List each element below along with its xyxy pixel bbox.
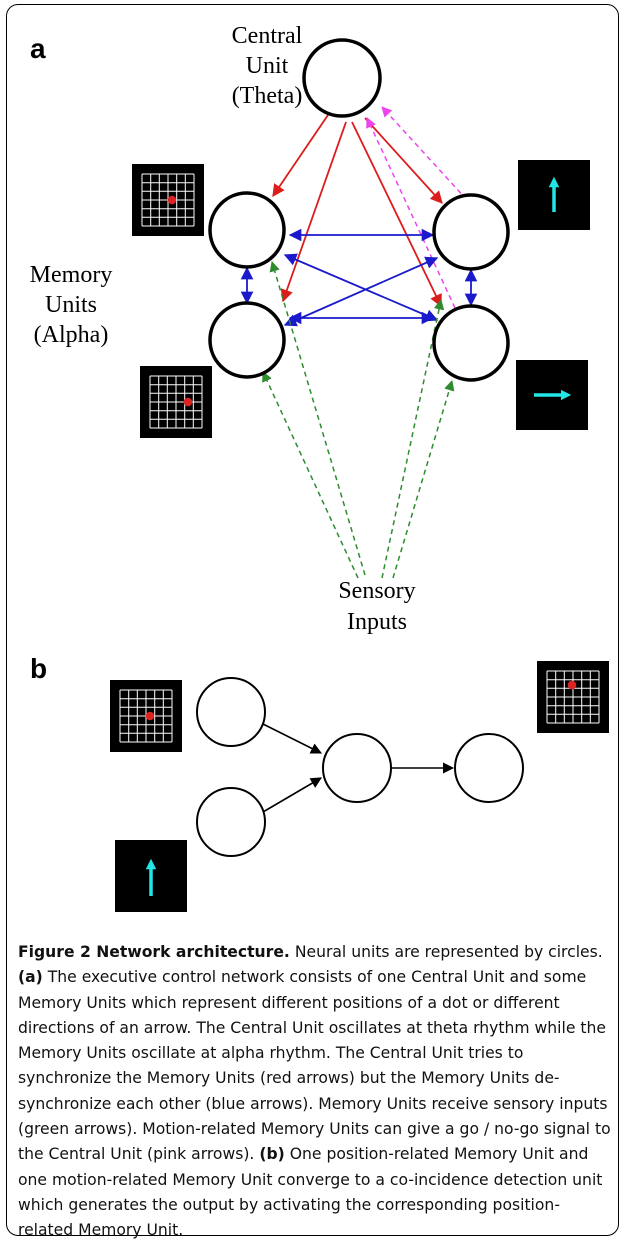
caption-title: Figure 2 Network architecture. bbox=[18, 943, 290, 961]
dot-grid-icon bbox=[140, 366, 212, 438]
dot-grid-icon bbox=[132, 164, 204, 236]
pink-arrow bbox=[366, 117, 456, 309]
svg-text:Inputs: Inputs bbox=[347, 609, 407, 635]
caption-text: One position-related Memory Unit and one… bbox=[18, 1145, 603, 1240]
green-arrow bbox=[392, 379, 455, 579]
caption-panel-b-tag: (b) bbox=[259, 1145, 285, 1164]
red-arrows bbox=[272, 114, 443, 308]
arrow-up-icon bbox=[518, 160, 590, 230]
green-arrows bbox=[262, 260, 455, 579]
svg-text:Memory: Memory bbox=[30, 262, 113, 288]
caption-text: The executive control network consists o… bbox=[18, 968, 611, 1164]
figure-frame bbox=[6, 4, 619, 1236]
panel-a-letter: a bbox=[30, 33, 46, 64]
panel-b-letter: b bbox=[30, 653, 47, 684]
dot-grid-icon bbox=[537, 661, 609, 733]
blue-arrow bbox=[283, 253, 439, 322]
sensory-inputs-label: Sensory Inputs bbox=[338, 578, 415, 635]
caption-panel-a-tag: (a) bbox=[18, 968, 43, 987]
pink-arrows bbox=[366, 106, 468, 309]
red-arrow bbox=[351, 121, 442, 308]
central-unit-label: Central Unit (Theta) bbox=[232, 23, 303, 109]
black-arrow bbox=[262, 723, 323, 754]
blue-arrows bbox=[240, 228, 478, 327]
arrow-right-icon bbox=[516, 360, 588, 430]
black-arrow bbox=[262, 777, 322, 813]
memory-unit-position-2 bbox=[208, 301, 286, 379]
green-arrow bbox=[269, 260, 366, 576]
coincidence-detection-unit bbox=[322, 733, 392, 803]
svg-text:Central: Central bbox=[232, 23, 303, 49]
svg-text:Units: Units bbox=[45, 292, 97, 318]
panel-b-connections bbox=[262, 723, 455, 813]
svg-text:Sensory: Sensory bbox=[338, 578, 415, 604]
output-memory-unit bbox=[454, 733, 524, 803]
memory-unit-motion-right bbox=[432, 304, 510, 382]
pink-arrow bbox=[381, 106, 468, 201]
svg-text:Unit: Unit bbox=[246, 53, 289, 79]
dot-grid-icon bbox=[110, 680, 182, 752]
svg-text:(Alpha): (Alpha) bbox=[34, 322, 109, 348]
svg-text:(Theta): (Theta) bbox=[232, 83, 303, 109]
network-diagram: a Central Unit (Theta) Memory Units (Alp… bbox=[30, 23, 609, 912]
green-arrow bbox=[262, 371, 359, 579]
red-arrow bbox=[272, 114, 329, 198]
green-arrow bbox=[381, 298, 445, 579]
arrow-up-icon bbox=[115, 840, 187, 912]
blue-arrow bbox=[283, 256, 439, 327]
motion-memory-unit bbox=[196, 787, 266, 857]
red-arrow bbox=[364, 117, 443, 204]
memory-unit-motion-up bbox=[432, 193, 510, 271]
memory-unit-position-1 bbox=[208, 191, 286, 269]
red-arrow bbox=[280, 121, 347, 303]
memory-units-label: Memory Units (Alpha) bbox=[30, 262, 113, 348]
figure-caption: Figure 2 Network architecture. Neural un… bbox=[18, 940, 613, 1244]
caption-text: Neural units are represented by circles. bbox=[289, 943, 603, 961]
position-memory-unit bbox=[196, 677, 266, 747]
central-unit bbox=[302, 38, 382, 118]
